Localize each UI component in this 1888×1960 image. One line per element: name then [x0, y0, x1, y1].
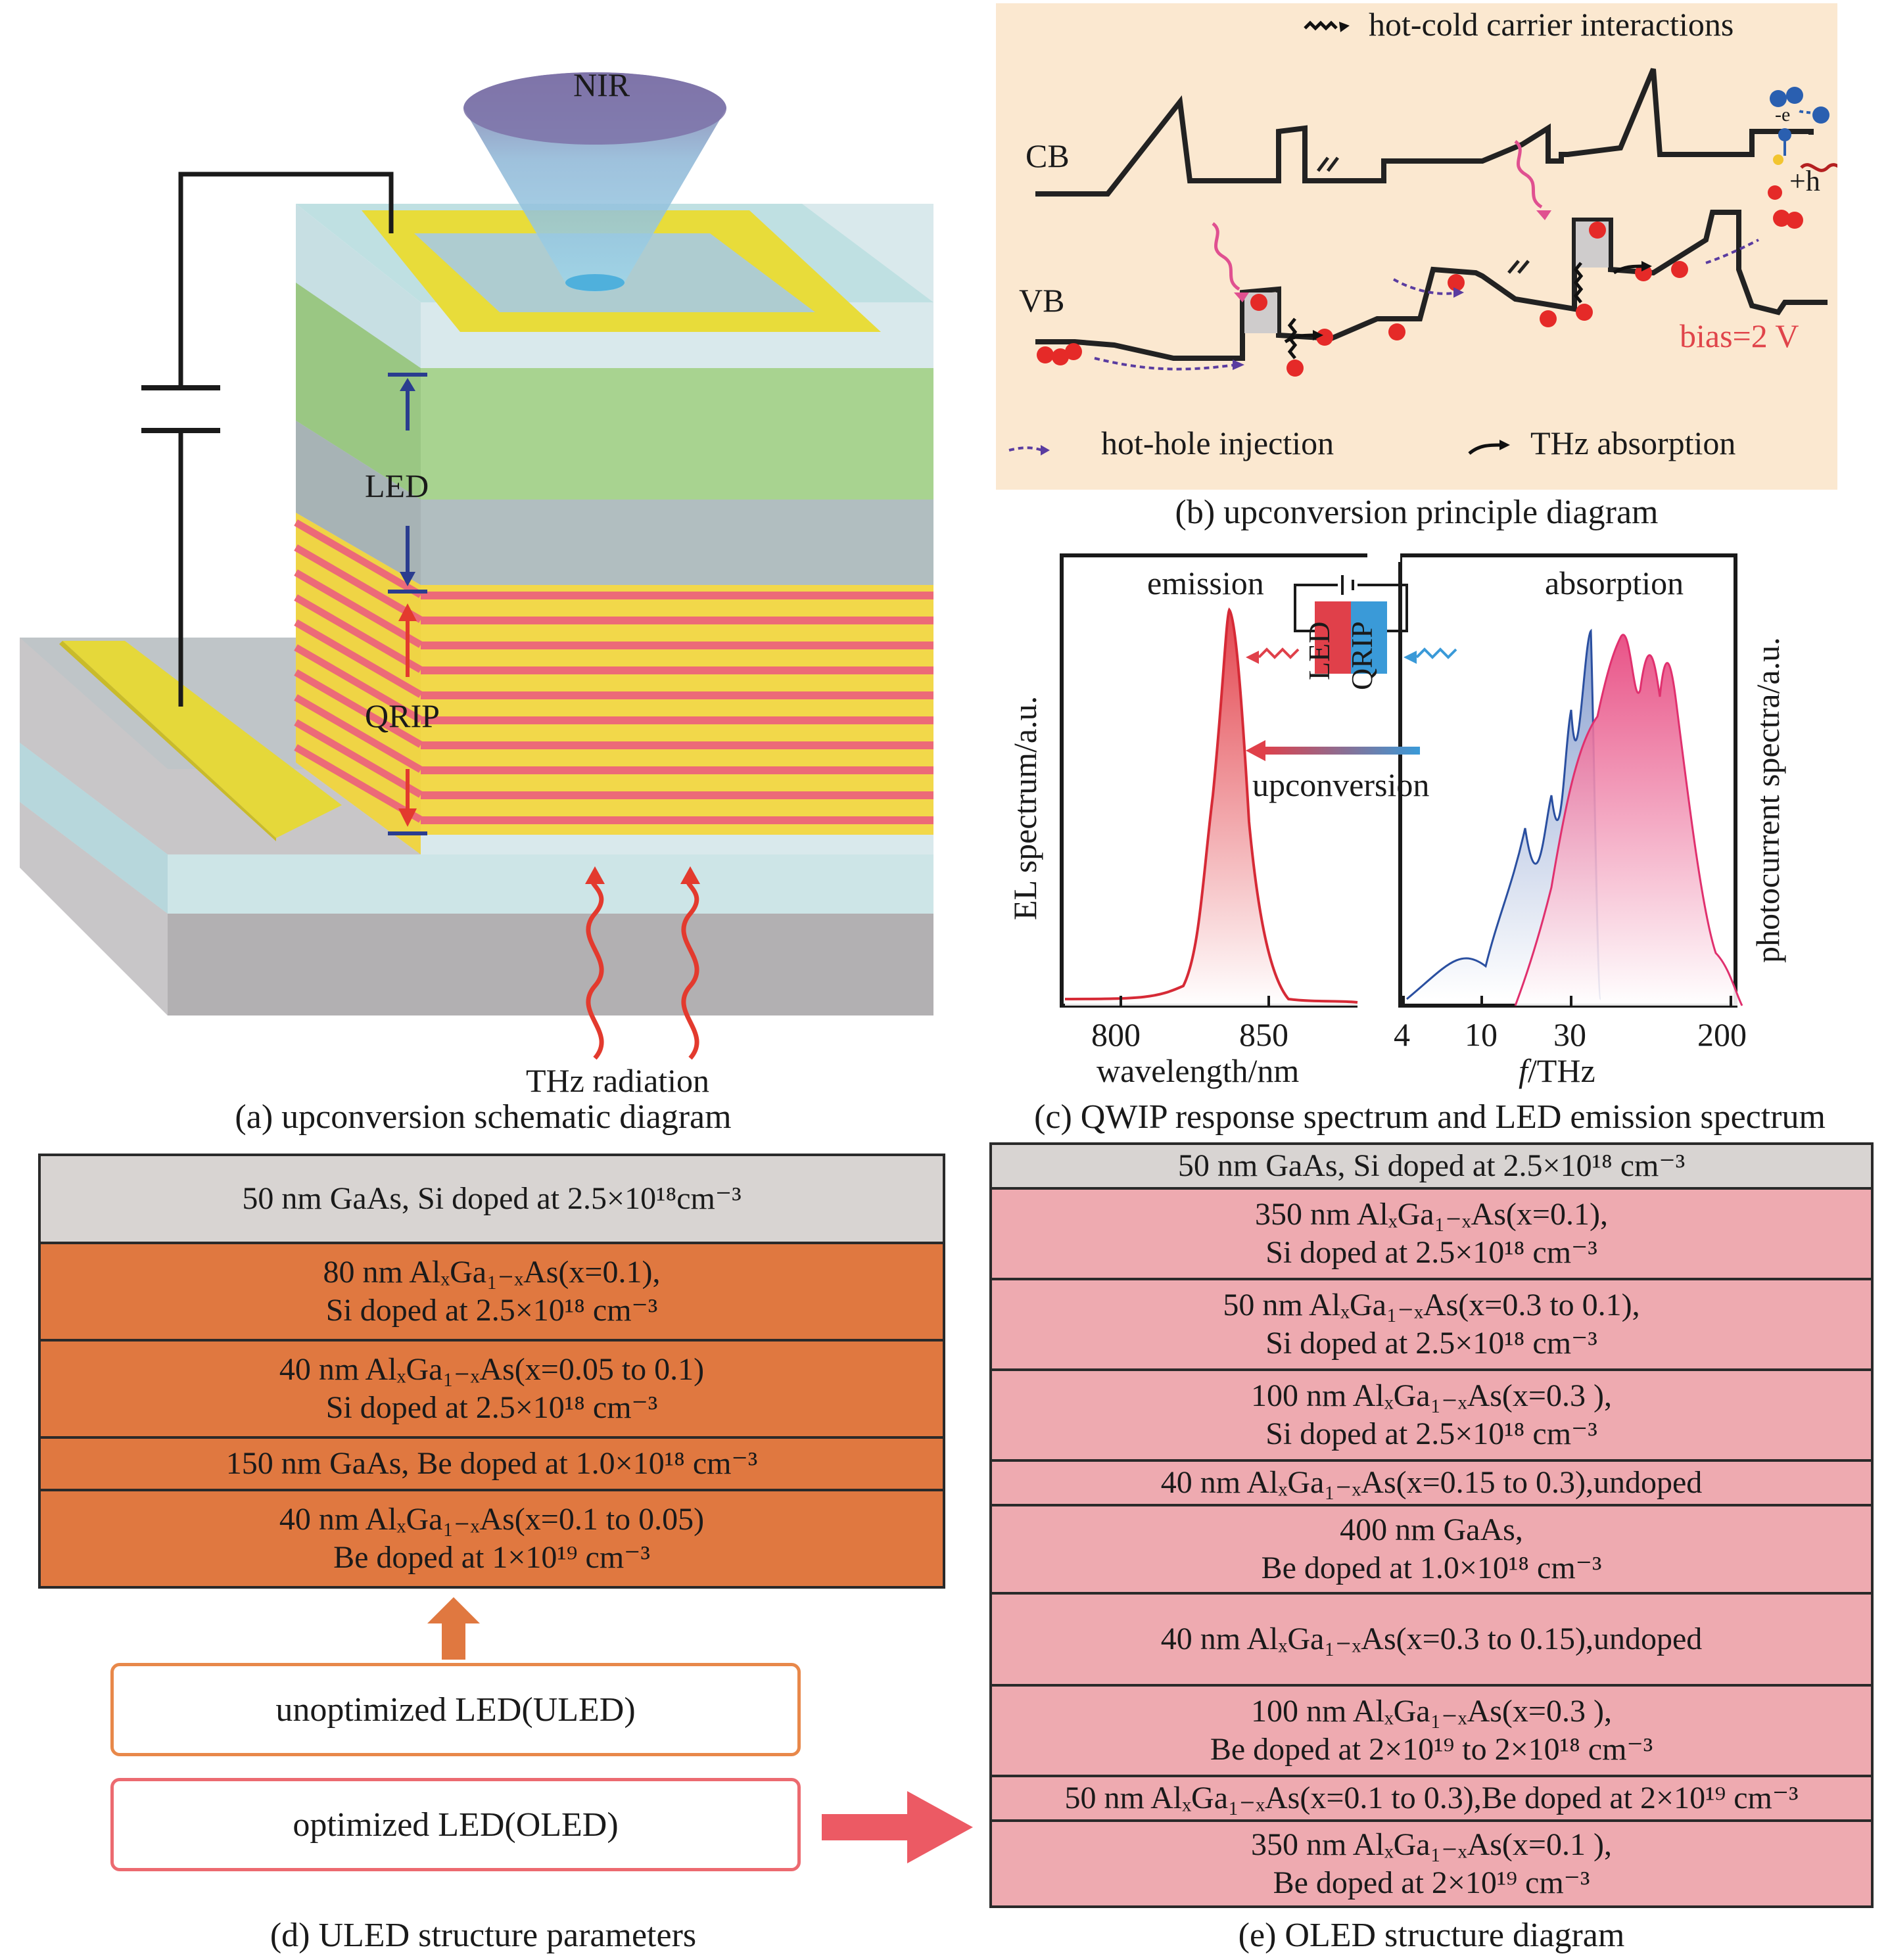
tick-850: 850 [1239, 1016, 1288, 1053]
oled-layer-line: 40 nm AlₓGa₁₋ₓAs(x=0.15 to 0.3),undoped [1160, 1465, 1703, 1501]
bias-label: bias=2 V [1680, 317, 1799, 354]
tick-10: 10 [1465, 1016, 1498, 1053]
uled-layer: 80 nm AlₓGa₁₋ₓAs(x=0.1), Si doped at 2.5… [41, 1244, 943, 1342]
band-diagram [1008, 20, 1837, 455]
cb-label: CB [1026, 137, 1070, 174]
oled-layer: 40 nm AlₓGa₁₋ₓAs(x=0.3 to 0.15),undoped [992, 1595, 1871, 1687]
xlabel-right-unit: /THz [1527, 1052, 1595, 1089]
uled-layer-line: 80 nm AlₓGa₁₋ₓAs(x=0.1), [323, 1255, 661, 1290]
upconversion-schematic-3d [20, 72, 933, 1060]
tick-4: 4 [1394, 1016, 1410, 1053]
plus-h-label: +h [1789, 165, 1820, 197]
thz-radiation-label: THz radiation [526, 1062, 710, 1099]
oled-right-arrow [822, 1791, 973, 1863]
oled-layer-line: 50 nm AlₓGa₁₋ₓAs(x=0.1 to 0.3),Be doped … [1064, 1781, 1799, 1816]
oled-layer: 100 nm AlₓGa₁₋ₓAs(x=0.3 ), Si doped at 2… [992, 1371, 1871, 1462]
oled-layer-line: Si doped at 2.5×10¹⁸ cm⁻³ [1265, 1235, 1597, 1270]
uled-layer-stack: 50 nm GaAs, Si doped at 2.5×10¹⁸cm⁻³ 80 … [38, 1154, 945, 1589]
oled-layer-line: 40 nm AlₓGa₁₋ₓAs(x=0.3 to 0.15),undoped [1160, 1622, 1703, 1657]
oled-layer: 50 nm AlₓGa₁₋ₓAs(x=0.3 to 0.1), Si doped… [992, 1280, 1871, 1371]
oled-layer: 50 nm AlₓGa₁₋ₓAs(x=0.1 to 0.3),Be doped … [992, 1777, 1871, 1822]
emission-label: emission [1147, 565, 1264, 601]
ylabel-right: photocurrent spectra/a.u. [1749, 637, 1786, 963]
uled-layer: 150 nm GaAs, Be doped at 1.0×10¹⁸ cm⁻³ [41, 1439, 943, 1491]
uled-layer-line: Si doped at 2.5×10¹⁸ cm⁻³ [325, 1390, 658, 1425]
uled-layer-line: 50 nm GaAs, Si doped at 2.5×10¹⁸cm⁻³ [242, 1181, 742, 1217]
ylabel-left: EL spectrum/a.u. [1006, 695, 1043, 920]
uled-layer: 40 nm AlₓGa₁₋ₓAs(x=0.05 to 0.1) Si doped… [41, 1342, 943, 1439]
legend-hot-cold: hot-cold carrier interactions [1369, 6, 1734, 43]
oled-layer-line: 50 nm AlₓGa₁₋ₓAs(x=0.3 to 0.1), [1223, 1288, 1640, 1323]
oled-layer: 400 nm GaAs, Be doped at 1.0×10¹⁸ cm⁻³ [992, 1506, 1871, 1595]
xlabel-left: wavelength/nm [1097, 1052, 1300, 1089]
oled-layer-stack: 50 nm GaAs, Si doped at 2.5×10¹⁸ cm⁻³ 35… [989, 1142, 1874, 1908]
uled-layer: 50 nm GaAs, Si doped at 2.5×10¹⁸cm⁻³ [41, 1156, 943, 1244]
oled-layer: 350 nm AlₓGa₁₋ₓAs(x=0.1), Si doped at 2.… [992, 1190, 1871, 1280]
upconversion-label: upconversion [1252, 766, 1430, 803]
uled-layer-line: 40 nm AlₓGa₁₋ₓAs(x=0.1 to 0.05) [279, 1502, 705, 1537]
tick-800: 800 [1091, 1016, 1141, 1053]
oled-layer: 50 nm GaAs, Si doped at 2.5×10¹⁸ cm⁻³ [992, 1145, 1871, 1190]
oled-layer: 350 nm AlₓGa₁₋ₓAs(x=0.1 ), Be doped at 2… [992, 1822, 1871, 1905]
oled-layer-line: 100 nm AlₓGa₁₋ₓAs(x=0.3 ), [1251, 1378, 1612, 1414]
caption-a: (a) upconversion schematic diagram [235, 1098, 732, 1136]
uled-layer-line: 150 nm GaAs, Be doped at 1.0×10¹⁸ cm⁻³ [225, 1446, 758, 1482]
oled-layer-line: 350 nm AlₓGa₁₋ₓAs(x=0.1), [1255, 1197, 1608, 1232]
uled-layer: 40 nm AlₓGa₁₋ₓAs(x=0.1 to 0.05) Be doped… [41, 1491, 943, 1586]
oled-layer-line: 400 nm GaAs, [1340, 1512, 1523, 1548]
led-label: LED [365, 467, 429, 504]
inset-qrip-label: QRIP [1345, 621, 1379, 690]
tick-30: 30 [1553, 1016, 1586, 1053]
nir-label: NIR [573, 66, 630, 103]
oled-layer-line: 100 nm AlₓGa₁₋ₓAs(x=0.3 ), [1251, 1694, 1612, 1729]
caption-d: (d) ULED structure parameters [270, 1917, 697, 1954]
oled-layer-line: 350 nm AlₓGa₁₋ₓAs(x=0.1 ), [1251, 1827, 1612, 1862]
uled-box: unoptimized LED(ULED) [110, 1663, 801, 1756]
oled-layer-line: Be doped at 2×10¹⁹ to 2×10¹⁸ cm⁻³ [1210, 1732, 1653, 1767]
uled-layer-line: Be doped at 1×10¹⁹ cm⁻³ [333, 1540, 650, 1575]
oled-layer-line: Be doped at 1.0×10¹⁸ cm⁻³ [1261, 1551, 1602, 1585]
oled-layer-line: Be doped at 2×10¹⁹ cm⁻³ [1273, 1865, 1590, 1900]
oled-layer-line: Si doped at 2.5×10¹⁸ cm⁻³ [1265, 1326, 1597, 1361]
spectra-chart [1060, 549, 1743, 1008]
caption-e: (e) OLED structure diagram [1238, 1917, 1625, 1954]
vb-label: VB [1019, 282, 1065, 319]
uled-layer-line: Si doped at 2.5×10¹⁸ cm⁻³ [325, 1293, 658, 1328]
uled-up-arrow [427, 1597, 480, 1660]
inset-led-label: LED [1302, 621, 1336, 680]
caption-c: (c) QWIP response spectrum and LED emiss… [1034, 1098, 1826, 1136]
minus-e-label: -e [1775, 104, 1791, 126]
oled-layer-line: Si doped at 2.5×10¹⁸ cm⁻³ [1265, 1416, 1597, 1451]
oled-layer: 40 nm AlₓGa₁₋ₓAs(x=0.15 to 0.3),undoped [992, 1462, 1871, 1506]
oled-layer: 100 nm AlₓGa₁₋ₓAs(x=0.3 ), Be doped at 2… [992, 1687, 1871, 1777]
oled-box: optimized LED(OLED) [110, 1778, 801, 1871]
absorption-label: absorption [1545, 565, 1684, 601]
qrip-label: QRIP [365, 697, 440, 734]
caption-b: (b) upconversion principle diagram [1175, 494, 1659, 531]
legend-hot-hole: hot-hole injection [1101, 425, 1334, 461]
tick-200: 200 [1697, 1016, 1747, 1053]
xlabel-right: f/THz [1519, 1052, 1595, 1090]
oled-layer-line: 50 nm GaAs, Si doped at 2.5×10¹⁸ cm⁻³ [1177, 1148, 1686, 1184]
uled-layer-line: 40 nm AlₓGa₁₋ₓAs(x=0.05 to 0.1) [279, 1352, 705, 1388]
xlabel-right-f: f [1519, 1052, 1528, 1089]
legend-thz-absorption: THz absorption [1530, 425, 1736, 461]
